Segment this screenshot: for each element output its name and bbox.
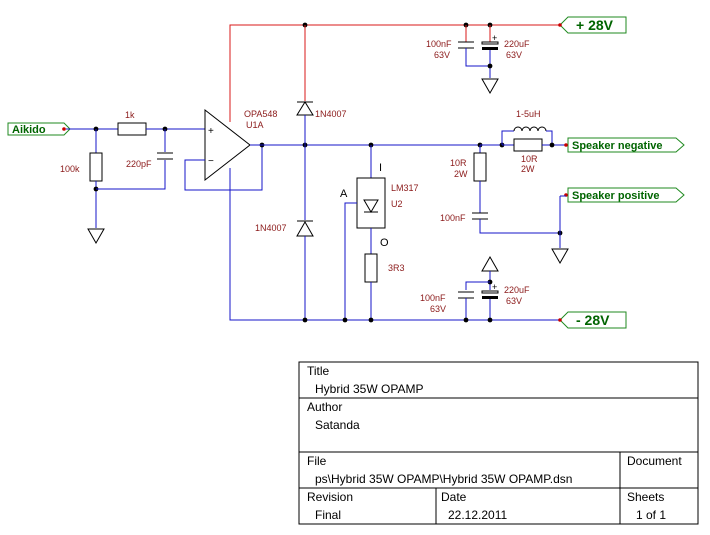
port-neg-rail[interactable]: - 28V	[559, 311, 627, 329]
tb-author-label: Author	[307, 400, 342, 414]
port-speaker-positive[interactable]: Speaker positive	[567, 187, 685, 203]
port-pos-rail[interactable]: + 28V	[559, 16, 627, 34]
tb-sheets-value: 1 of 1	[636, 508, 666, 522]
spk-neg-pin-dot	[564, 143, 568, 147]
wire-inductor-right	[546, 130, 553, 145]
opamp-plus-sign: +	[208, 126, 214, 137]
cap-bot-big-v: 63V	[506, 296, 522, 306]
wire-bot-c1-up	[465, 281, 490, 290]
resistor-100k[interactable]	[89, 152, 103, 182]
junction-bot-c1	[463, 317, 469, 323]
capacitor-220pf[interactable]	[157, 152, 173, 160]
tb-file-label: File	[307, 454, 327, 468]
inductor-1-5uh[interactable]	[513, 126, 547, 132]
cap-bot-plus-sign: +	[492, 282, 497, 292]
cap-bot-big-val: 220uF	[504, 285, 530, 295]
junction-bot-c2	[487, 317, 493, 323]
wire-lm317-adj	[344, 202, 357, 320]
tb-date-label: Date	[441, 490, 467, 504]
junction-adj	[342, 317, 348, 323]
junction-bottom-diode	[302, 317, 308, 323]
tb-date-value: 22.12.2011	[448, 508, 507, 522]
ground-symbol-output	[551, 248, 569, 265]
lm317-ref-label: U2	[391, 199, 403, 209]
junction-top-gnd	[487, 63, 493, 69]
wire-zobel-gnd	[479, 219, 560, 234]
parallel-r-val: 10R	[521, 154, 538, 164]
wire-feedback	[184, 145, 263, 191]
wire-cap-gnd	[96, 160, 166, 190]
capacitor-top-220uf[interactable]	[481, 41, 499, 50]
capacitor-bottom-100nf[interactable]	[458, 291, 474, 299]
port-speaker-negative[interactable]: Speaker negative	[567, 137, 685, 153]
zobel-c-val: 100nF	[440, 213, 466, 223]
opamp-name-label: OPA548	[244, 109, 277, 119]
diode-top-1n4007[interactable]	[296, 101, 314, 116]
tb-sheets-label: Sheets	[627, 490, 664, 504]
title-block	[298, 361, 699, 525]
cap-bot-small-v: 63V	[430, 304, 446, 314]
resistor-3r3-label: 3R3	[388, 263, 405, 273]
input-pin-dot	[62, 127, 66, 131]
resistor-3r3[interactable]	[364, 253, 378, 283]
cap-bot-small-val: 100nF	[420, 293, 446, 303]
ground-symbol-left	[87, 228, 105, 245]
resistor-1k-label: 1k	[125, 110, 135, 120]
zobel-r-w: 2W	[454, 169, 468, 179]
parallel-r-w: 2W	[521, 164, 535, 174]
wire-top-c1-down	[465, 48, 490, 67]
resistor-100k-label: 100k	[60, 164, 80, 174]
cap-top-small-v: 63V	[434, 50, 450, 60]
cap-top-small-val: 100nF	[426, 39, 452, 49]
resistor-1k[interactable]	[117, 122, 147, 136]
lm317-pin-a: A	[340, 188, 348, 200]
lm317-name-label: LM317	[391, 183, 419, 193]
wire-inductor-left	[501, 130, 514, 145]
wire-pos-supply	[229, 24, 560, 122]
port-neg-rail-label: - 28V	[576, 312, 610, 328]
tb-revision-value: Final	[315, 508, 341, 522]
input-port-label: Aikido	[12, 124, 46, 136]
lm317-pin-o: O	[380, 237, 389, 249]
resistor-zobel-10r[interactable]	[473, 152, 487, 182]
capacitor-zobel-100nf[interactable]	[472, 212, 488, 220]
junction-inductor-right	[549, 142, 555, 148]
tb-title-label: Title	[307, 364, 330, 378]
tb-document-label: Document	[627, 454, 682, 468]
capacitor-220pf-label: 220pF	[126, 159, 152, 169]
ground-symbol-bottom	[481, 255, 499, 272]
regulator-lm317[interactable]	[356, 177, 386, 229]
junction-3r3	[368, 317, 374, 323]
resistor-parallel-10r[interactable]	[513, 138, 543, 152]
tb-title-value: Hybrid 35W OPAMP	[315, 382, 423, 396]
cap-top-plus-sign: +	[492, 33, 497, 43]
cap-top-big-v: 63V	[506, 50, 522, 60]
diode-bottom-label: 1N4007	[255, 223, 287, 233]
port-pos-rail-label: + 28V	[576, 17, 614, 33]
capacitor-top-100nf[interactable]	[458, 41, 474, 49]
diode-bottom-1n4007[interactable]	[296, 220, 314, 237]
neg-rail-pin-dot	[558, 318, 562, 322]
opamp-ref-label: U1A	[246, 120, 264, 130]
wire-neg-supply	[229, 168, 560, 321]
tb-file-value: ps\Hybrid 35W OPAMP\Hybrid 35W OPAMP.dsn	[315, 472, 572, 486]
capacitor-bottom-220uf[interactable]	[481, 290, 499, 299]
ground-symbol-top	[481, 78, 499, 95]
pos-rail-pin-dot	[558, 23, 562, 27]
lm317-pin-i: I	[379, 162, 382, 174]
tb-author-value: Satanda	[315, 418, 360, 432]
tb-revision-label: Revision	[307, 490, 353, 504]
opamp-opa548[interactable]	[204, 108, 251, 182]
inductor-label: 1-5uH	[516, 109, 541, 119]
opamp-minus-sign: −	[208, 156, 214, 167]
input-port[interactable]: Aikido	[7, 122, 71, 136]
diode-top-label: 1N4007	[315, 109, 347, 119]
zobel-r-val: 10R	[450, 158, 467, 168]
cap-top-big-val: 220uF	[504, 39, 530, 49]
port-speaker-negative-label: Speaker negative	[572, 140, 663, 152]
port-speaker-positive-label: Speaker positive	[572, 190, 659, 202]
